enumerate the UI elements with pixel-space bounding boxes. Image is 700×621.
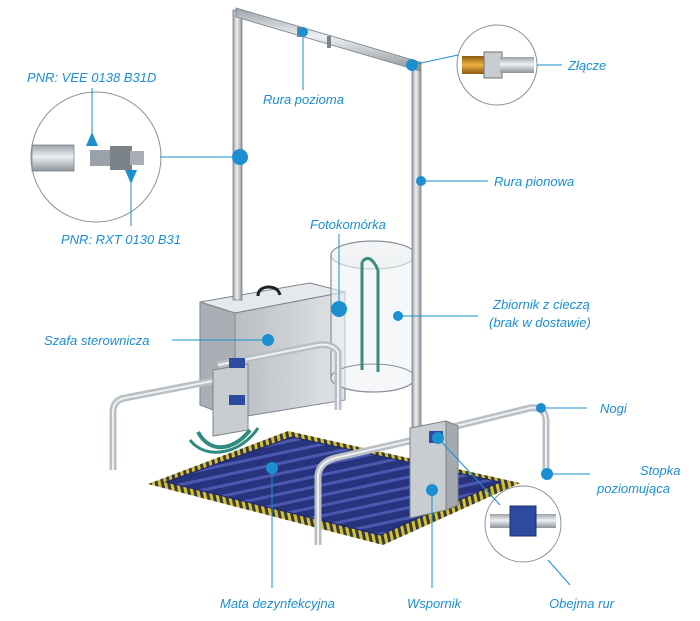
pnr-top-label: PNR: VEE 0138 B31D — [27, 70, 157, 85]
connector-label: Złącze — [568, 58, 607, 73]
support-label: Wspornik — [407, 596, 462, 611]
arrow-up-icon — [125, 170, 137, 184]
tank-label-line1: Zbiornik z cieczą — [493, 297, 590, 312]
pnr-bottom-label: PNR: RXT 0130 B31 — [61, 232, 181, 247]
photocell-label: Fotokomórka — [310, 217, 386, 232]
leveling-foot-label-line1: Stopka — [640, 463, 681, 478]
disinfection-mat — [148, 431, 520, 545]
arrow-down-icon — [86, 132, 98, 146]
connector-detail-circle — [456, 24, 538, 106]
horizontal-pipe-label: Rura pozioma — [263, 92, 344, 107]
pipe-clamp-label: Obejma rur — [549, 596, 615, 611]
frame — [109, 7, 550, 545]
pipe-clamp-detail-circle — [484, 485, 562, 563]
pipe-coupling-detail-circle — [30, 88, 162, 226]
callout-dots — [232, 27, 553, 496]
leader-lines — [160, 32, 590, 588]
control-cabinet — [188, 282, 346, 454]
legs-label: Nogi — [600, 401, 627, 416]
leveling-foot-label-line2: poziomująca — [597, 481, 670, 496]
tank-label-line2: (brak w dostawie) — [489, 315, 591, 330]
mat-label: Mata dezynfekcyjna — [220, 596, 335, 611]
control-cabinet-label: Szafa sterownicza — [44, 333, 150, 348]
vertical-pipe-label: Rura pionowa — [494, 174, 575, 189]
liquid-tank — [330, 240, 416, 393]
